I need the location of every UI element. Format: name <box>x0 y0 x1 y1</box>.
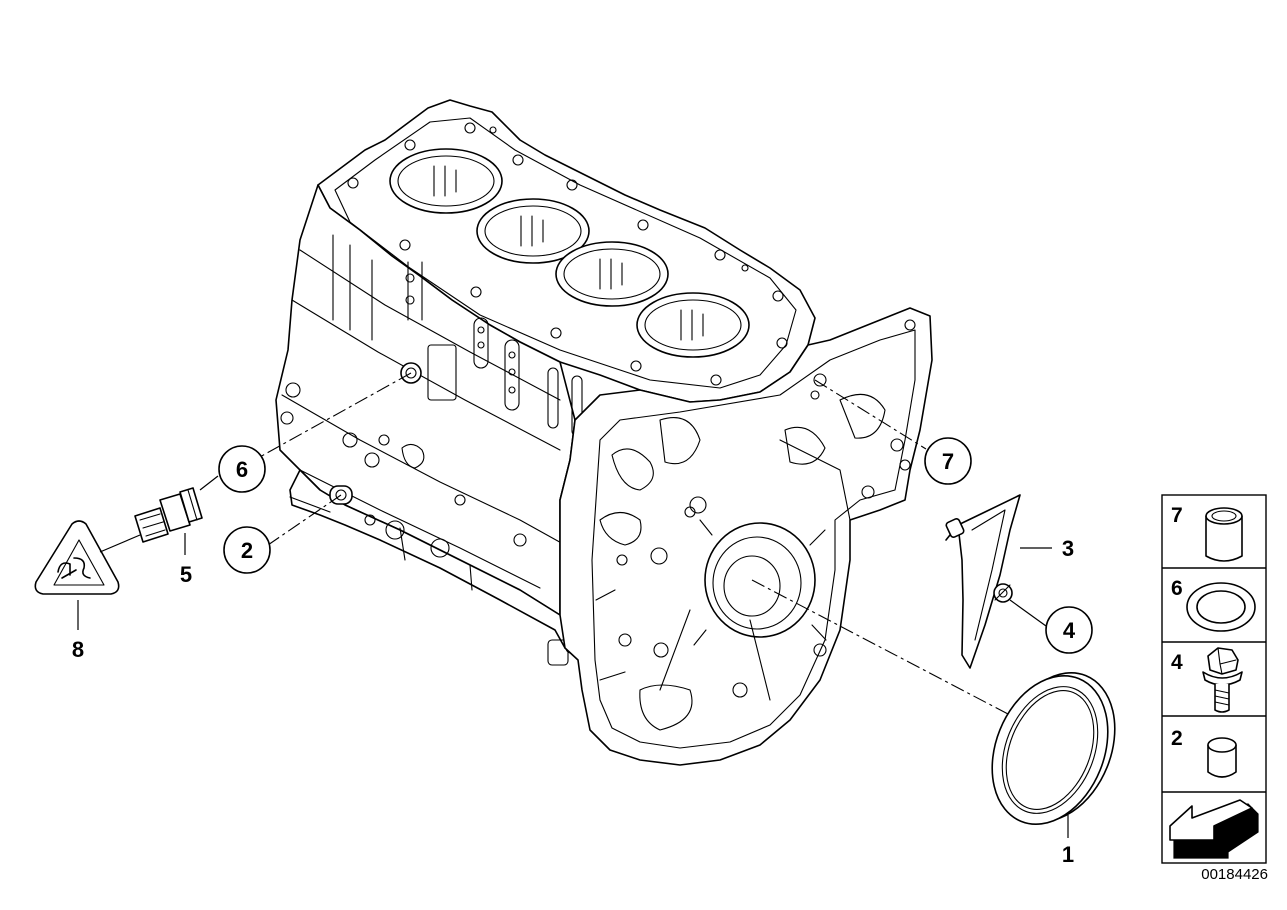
sleeve-icon <box>1205 507 1243 562</box>
callout-6-text: 6 <box>236 457 248 482</box>
rear-seal-ring-drawing <box>991 671 1116 826</box>
cover-plate-drawing <box>945 494 1021 669</box>
callout-4: 4 <box>1045 606 1093 654</box>
hex-bolt-icon <box>1202 647 1243 713</box>
callout-2-text: 2 <box>241 538 253 563</box>
document-number: 00184426 <box>1201 866 1268 883</box>
key-row-2: 2 <box>1171 727 1237 778</box>
callout-7: 7 <box>924 437 972 485</box>
engine-block-drawing <box>275 99 933 766</box>
sealing-ring-icon <box>1186 582 1256 632</box>
leader-lines <box>77 372 1069 838</box>
callout-3: 3 <box>1062 536 1074 561</box>
dowel-icon <box>1207 737 1237 778</box>
key-row-7: 7 <box>1171 504 1243 562</box>
key-number-2: 2 <box>1171 727 1183 750</box>
callout-1: 1 <box>1062 842 1074 867</box>
key-number-6: 6 <box>1171 577 1183 600</box>
oil-pressure-switch-drawing <box>134 487 203 543</box>
warning-label-drawing <box>34 520 120 595</box>
key-row-4: 4 <box>1171 647 1243 713</box>
callout-2: 2 <box>223 526 271 574</box>
key-row-6: 6 <box>1171 577 1256 632</box>
parts-key-panel: 7 6 4 <box>1161 494 1267 864</box>
callout-6: 6 <box>218 445 266 493</box>
callout-5: 5 <box>180 562 192 587</box>
callout-8: 8 <box>72 637 84 662</box>
key-number-4: 4 <box>1171 651 1183 674</box>
view-direction-arrow-icon <box>1169 799 1259 859</box>
callout-7-text: 7 <box>942 449 954 474</box>
callout-4-text: 4 <box>1063 618 1076 643</box>
key-number-7: 7 <box>1171 504 1183 527</box>
